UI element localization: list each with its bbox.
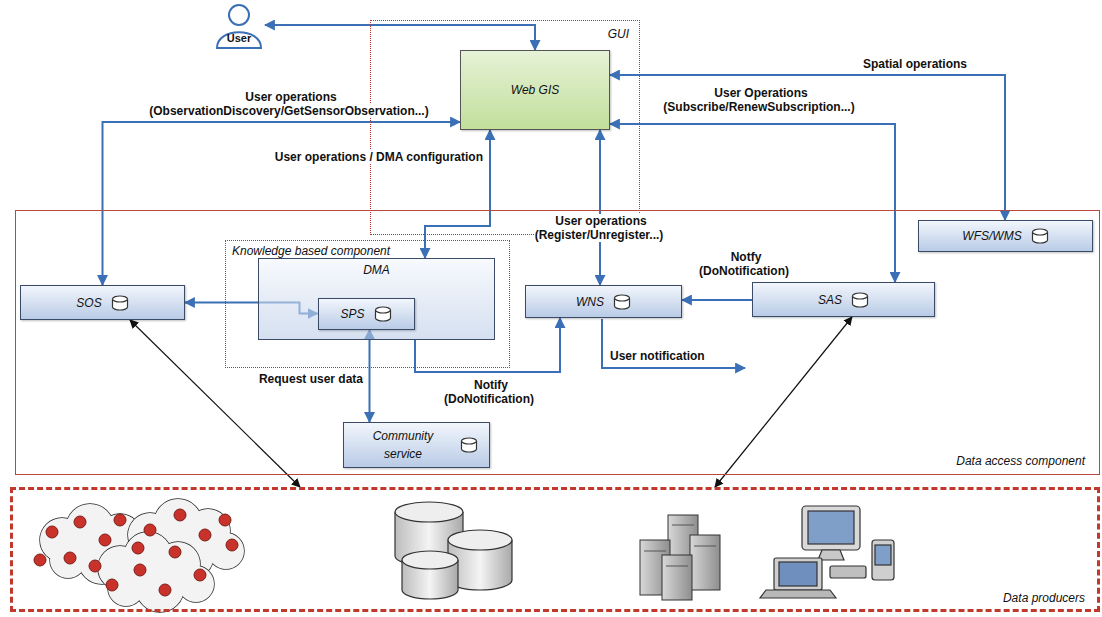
edge-label-box: Notify (DoNotification) [429, 378, 551, 406]
database-icon [851, 292, 869, 308]
node-label: SPS [340, 307, 364, 321]
edge-label-box: Spatial operations [840, 57, 990, 71]
node-label: Data producers [1003, 591, 1085, 605]
node-label: Knowledge based component [232, 244, 390, 258]
edge-label-box: User operations (ObservationDiscovery/Ge… [125, 90, 455, 118]
connector [369, 330, 371, 423]
database-icon [1031, 228, 1049, 244]
edge-label-box: User operations (Register/Unregister...) [508, 214, 693, 242]
edge-label: Request user data [257, 372, 365, 386]
connector [610, 75, 1005, 220]
node-label: User [227, 32, 251, 44]
edge-label: Spatial operations [861, 57, 969, 71]
knowledge-region: SPS DMA Knowledge based component [225, 240, 510, 368]
service-box: SPS [318, 298, 415, 330]
notification-arrow [602, 319, 745, 368]
server-towers [640, 515, 720, 600]
node-label: SAS [818, 293, 842, 307]
node-label: WNS [576, 295, 604, 309]
connector [682, 299, 752, 301]
edge-label-box: User operations / DMA configuration [223, 150, 485, 164]
connector [265, 25, 535, 50]
edge-label: Notfy (DoNotification) [699, 250, 791, 278]
service-box: Community service [343, 422, 490, 468]
notification-label: User notification [608, 349, 707, 363]
node-label: Data access component [956, 454, 1085, 468]
edge-label: User operations (ObservationDiscovery/Ge… [149, 90, 430, 118]
database-icon [374, 306, 392, 322]
node-label: SOS [76, 296, 101, 310]
web-gis-box: Web GIS [460, 50, 610, 130]
connector [130, 320, 300, 487]
service-box: WFS/WMS [918, 220, 1093, 252]
user-actor: User [213, 3, 265, 49]
edge-label: Notify (DoNotification) [444, 378, 536, 406]
edge-label: User operations / DMA configuration [273, 150, 485, 164]
service-box: SAS [752, 282, 935, 317]
dma-box: SPS DMA [258, 258, 495, 340]
database-icon [613, 294, 631, 310]
edge-label-box: User Operations (Subscribe/RenewSubscrip… [630, 86, 890, 114]
edge-label-box: Notfy (DoNotification) [684, 250, 806, 278]
user-devices [760, 506, 894, 598]
connector [715, 317, 852, 487]
database-icon [111, 295, 129, 311]
node-label: DMA [363, 263, 390, 277]
data-access-region: WFS/WMS SPS DMA Knowledge based componentSO… [15, 210, 1100, 475]
service-box: SOS [20, 285, 185, 320]
service-box: WNS [525, 285, 682, 318]
edge-label: User operations (Register/Unregister...) [535, 214, 666, 242]
connector [599, 130, 601, 285]
edge-label-box: Request user data [235, 372, 365, 386]
node-label: Web GIS [511, 83, 559, 97]
gui-region: Web GIS GUI [370, 20, 640, 235]
edge-label: User Operations (Subscribe/RenewSubscrip… [663, 86, 856, 114]
sensor-clouds [34, 499, 244, 612]
node-label: GUI [608, 27, 629, 41]
node-label: WFS/WMS [962, 229, 1021, 243]
database-icon [460, 437, 478, 453]
connector [610, 124, 895, 282]
database-cylinders [395, 502, 512, 599]
data-producers-region: Data producers [10, 487, 1100, 612]
node-label: Community service [356, 427, 451, 463]
